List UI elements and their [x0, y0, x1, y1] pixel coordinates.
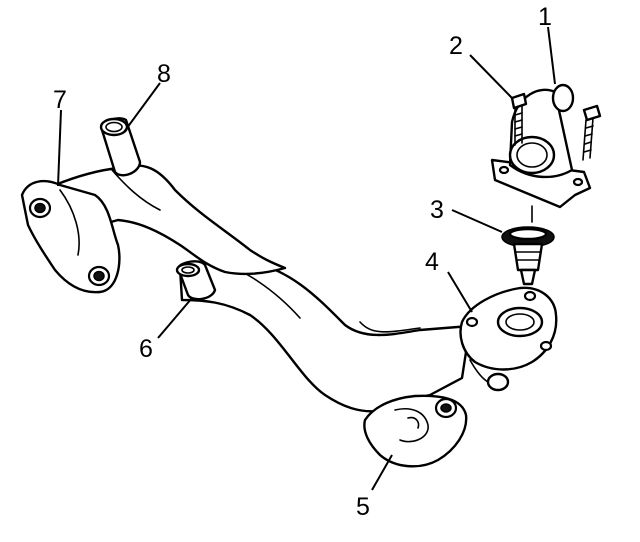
leader-2	[469, 54, 513, 99]
thermostat-housing-flange	[459, 286, 558, 392]
callout-6: 6	[139, 335, 153, 363]
callout-3: 3	[430, 196, 444, 224]
callout-8: 8	[157, 60, 171, 88]
upper-pipe-stub	[99, 117, 142, 177]
leader-8	[123, 82, 161, 133]
thermostat-cover-outlet	[490, 83, 592, 209]
lower-housing-flange	[363, 394, 468, 468]
bolt-right	[582, 104, 602, 161]
callout-1: 1	[538, 3, 552, 31]
callout-7: 7	[53, 86, 67, 114]
lower-pipe-stub	[175, 260, 217, 301]
callout-labels: 1 2 3 4 5 6 7 8	[53, 3, 552, 521]
leader-6	[157, 297, 193, 339]
leader-3	[451, 209, 503, 233]
leader-5	[371, 454, 393, 491]
leader-7	[57, 109, 62, 187]
lower-pipe-tube	[178, 260, 472, 413]
thermostat	[501, 205, 555, 286]
bolt-left	[510, 92, 528, 146]
callout-2: 2	[449, 32, 463, 60]
leader-1	[547, 26, 556, 85]
callout-4: 4	[425, 248, 439, 276]
callout-5: 5	[356, 493, 370, 521]
leader-4	[447, 271, 473, 313]
leader-lines	[57, 26, 556, 491]
